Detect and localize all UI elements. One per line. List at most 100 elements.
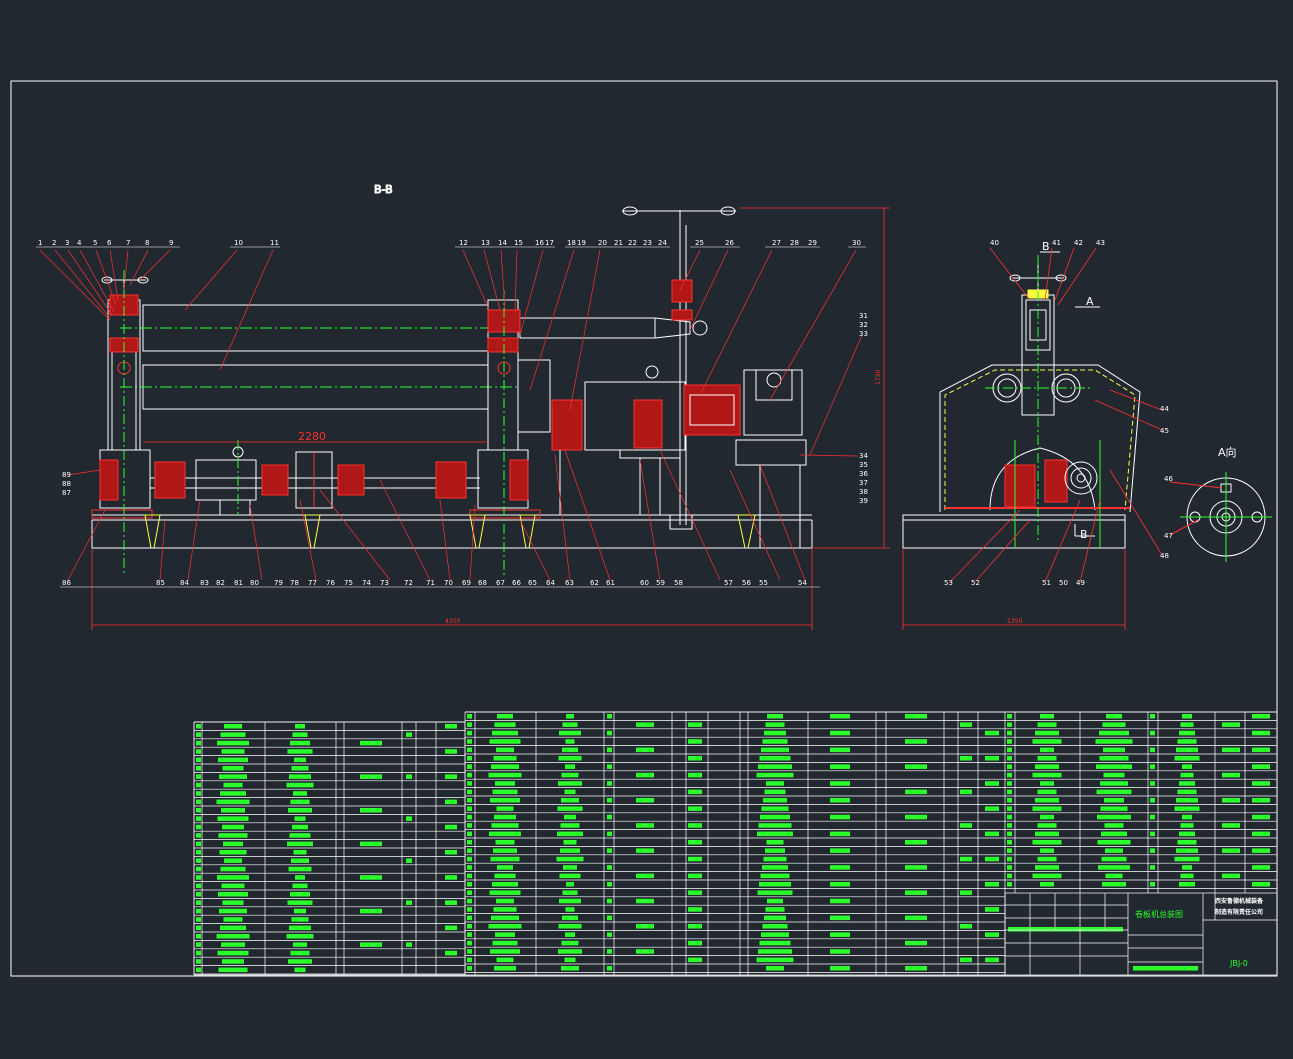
part-label: 52 [971, 579, 980, 587]
side-dimensions [902, 247, 1163, 630]
part-label: 70 [444, 579, 453, 587]
part-label: 64 [546, 579, 555, 587]
part-label: 29 [808, 239, 817, 247]
part-label: 23 [643, 239, 652, 247]
part-label: 38 [859, 488, 868, 496]
part-label: 26 [725, 239, 734, 247]
part-label: 59 [656, 579, 665, 587]
part-label: 87 [62, 489, 71, 497]
part-label: 54 [798, 579, 807, 587]
part-label: 72 [404, 579, 413, 587]
part-label: 73 [380, 579, 389, 587]
part-label: 42 [1074, 239, 1083, 247]
part-label: 8 [145, 239, 149, 247]
part-label: 51 [1042, 579, 1051, 587]
part-label: 62 [590, 579, 599, 587]
part-label: 85 [156, 579, 165, 587]
number-underlines [36, 246, 866, 588]
part-label: 39 [859, 497, 868, 505]
part-label: 34 [859, 452, 868, 460]
part-label: 67 [496, 579, 505, 587]
part-label: 77 [308, 579, 317, 587]
part-label: 12 [459, 239, 468, 247]
part-label: 10 [234, 239, 243, 247]
part-label: 79 [274, 579, 283, 587]
part-label: 88 [62, 480, 71, 488]
part-label: 3 [65, 239, 69, 247]
part-label: 14 [498, 239, 507, 247]
part-label: 89 [62, 471, 71, 479]
company-line-2: 制造有限责任公司 [1215, 908, 1263, 916]
part-label: 33 [859, 330, 868, 338]
part-label: 80 [250, 579, 259, 587]
part-label: 55 [759, 579, 768, 587]
part-label: 82 [216, 579, 225, 587]
part-label: 81 [234, 579, 243, 587]
part-label: 56 [742, 579, 751, 587]
part-label: 35 [859, 461, 868, 469]
part-label: 5 [93, 239, 97, 247]
part-label: 17 [545, 239, 554, 247]
part-label: 66 [512, 579, 521, 587]
part-label: 21 [614, 239, 623, 247]
part-label: 46 [1164, 475, 1173, 483]
part-label: 22 [628, 239, 637, 247]
part-label: 24 [658, 239, 667, 247]
part-label: 4 [77, 239, 82, 247]
overall-length-dim: 4350 [445, 618, 460, 625]
part-label: 68 [478, 579, 487, 587]
side-marker-a: A [1086, 295, 1094, 308]
part-label: 32 [859, 321, 868, 329]
part-label: 78 [290, 579, 299, 587]
part-label: 57 [724, 579, 733, 587]
part-label: 6 [107, 239, 112, 247]
part-label: 63 [565, 579, 574, 587]
part-label: 18 [567, 239, 576, 247]
part-label: 16 [535, 239, 544, 247]
part-label: 74 [362, 579, 371, 587]
title-block [1004, 892, 1278, 976]
part-label: 40 [990, 239, 999, 247]
part-label: 37 [859, 479, 868, 487]
part-label: 71 [426, 579, 435, 587]
part-label: 43 [1096, 239, 1105, 247]
side-marker-b-bottom: B [1080, 528, 1088, 541]
part-label: 30 [852, 239, 861, 247]
part-label: 58 [674, 579, 683, 587]
part-label: 49 [1076, 579, 1085, 587]
part-label: 53 [944, 579, 953, 587]
part-label: 11 [270, 239, 279, 247]
part-label: 86 [62, 579, 71, 587]
part-label: 25 [695, 239, 704, 247]
part-label: 47 [1164, 532, 1173, 540]
side-view [902, 251, 1141, 549]
company-line-1: 西安鲁德机械装备 [1215, 897, 1264, 905]
section-title: B-B [374, 183, 393, 196]
side-width-dim: 1350 [1007, 618, 1022, 625]
part-label: 15 [514, 239, 523, 247]
part-label: 76 [326, 579, 335, 587]
part-label: 9 [169, 239, 173, 247]
parts-list-table [193, 711, 1278, 976]
part-label: 61 [606, 579, 615, 587]
front-view: B-B [91, 183, 813, 575]
part-label: 44 [1160, 405, 1169, 413]
leader-lines [39, 249, 863, 581]
part-label: 13 [481, 239, 490, 247]
detail-view [1169, 472, 1272, 562]
part-label: 50 [1059, 579, 1068, 587]
part-label: 27 [772, 239, 781, 247]
part-label: 7 [126, 239, 130, 247]
part-label: 60 [640, 579, 649, 587]
overall-height-dim: 1730 [875, 370, 882, 385]
part-label: 31 [859, 312, 868, 320]
part-label: 75 [344, 579, 353, 587]
front-dimensions [91, 207, 890, 630]
side-marker-b-top: B [1042, 240, 1050, 253]
part-label: 1 [38, 239, 42, 247]
part-label: 36 [859, 470, 868, 478]
drawing-number: JBJ-0 [1229, 959, 1248, 968]
roll-length-dim: 2280 [298, 430, 326, 443]
